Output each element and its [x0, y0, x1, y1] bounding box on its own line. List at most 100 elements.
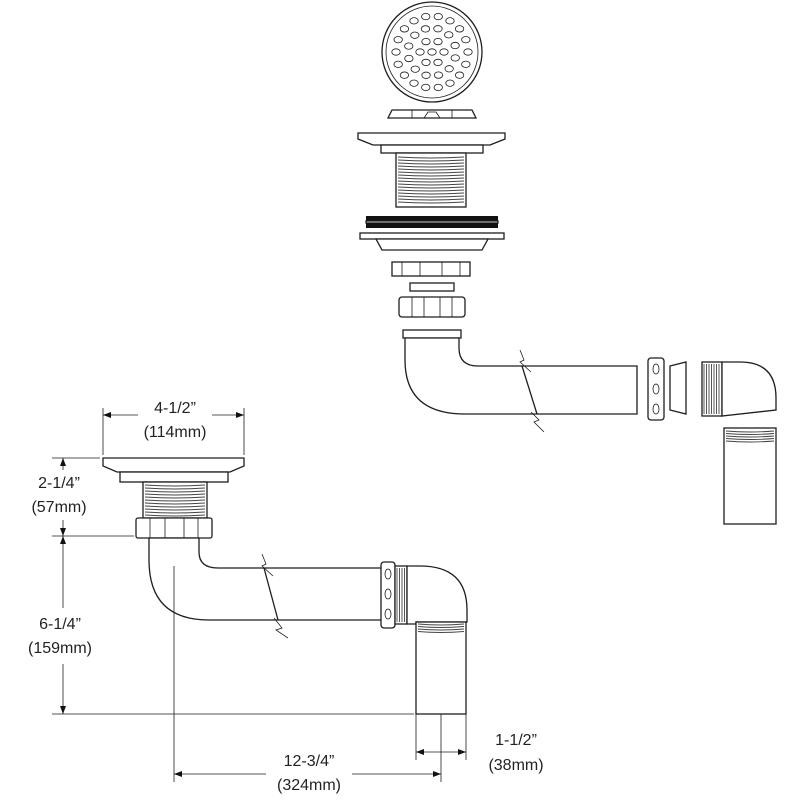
strainer-hole: [433, 58, 443, 66]
tailpiece-diameter-imperial: 1-1/2”: [495, 732, 537, 749]
assembled-tail-threads: [417, 623, 465, 633]
thread-line: [397, 195, 465, 198]
strainer-hole: [393, 36, 403, 44]
thread-line: [725, 435, 775, 438]
horizontal-run-metric: (324mm): [277, 777, 341, 794]
horizontal-run-imperial: 12-3/4”: [284, 753, 335, 770]
strainer-hole: [399, 71, 410, 79]
strainer-basket-cover: [381, 1, 483, 103]
strainer-hole: [461, 60, 471, 68]
thread-line: [144, 490, 206, 493]
thread-line: [397, 171, 465, 174]
thread-line: [144, 499, 206, 502]
thread-line: [417, 631, 465, 633]
tailpiece-diameter-metric: (38mm): [488, 757, 543, 774]
thread-line: [397, 186, 465, 189]
thread-line: [397, 189, 465, 192]
thread-line: [397, 180, 465, 183]
strainer-hole: [450, 41, 460, 50]
strainer-hole: [450, 54, 460, 62]
thread-line: [144, 508, 206, 511]
elbow-threads: [703, 364, 720, 414]
strainer-width-metric: (114mm): [144, 424, 207, 441]
coupling-nut: [398, 296, 466, 318]
strainer-hole: [391, 48, 401, 56]
thread-line: [725, 430, 775, 433]
strainer-body: [357, 132, 506, 208]
thread-line: [397, 183, 465, 186]
strainer-hole: [427, 48, 437, 56]
strainer-hole: [433, 12, 443, 21]
thread-line: [417, 623, 465, 626]
thread-line: [725, 433, 775, 435]
strainer-hole: [454, 25, 465, 33]
strainer-hole: [445, 79, 455, 87]
strainer-hole: [410, 65, 420, 73]
strainer-hole: [445, 17, 455, 25]
strainer-hole: [404, 54, 414, 63]
strainer-body-threads: [397, 156, 465, 204]
assembled-body-threads: [144, 484, 206, 517]
drop-height-metric: (159mm): [28, 640, 92, 657]
thread-line: [397, 177, 465, 180]
drop-height-imperial: 6-1/4”: [39, 616, 81, 633]
strainer-hole: [399, 25, 410, 33]
exploded-tailpiece: [723, 427, 777, 525]
strainer-hole: [410, 31, 420, 39]
strainer-hole: [421, 58, 431, 66]
tailpiece-threads: [725, 430, 775, 443]
thread-line: [144, 514, 206, 517]
strainer-hole: [444, 65, 454, 73]
dimension-lines: [52, 408, 467, 782]
strainer-hole: [461, 36, 471, 44]
strainer-hole: [415, 48, 425, 56]
exploded-slip-nut: [647, 357, 665, 421]
thread-line: [144, 484, 206, 487]
strainer-hole: [433, 83, 443, 92]
exploded-90-elbow: [701, 361, 777, 417]
thread-line: [397, 201, 465, 204]
strainer-hole: [420, 25, 431, 33]
thread-line: [144, 502, 206, 505]
locknut: [391, 261, 471, 277]
strainer-cross: [386, 109, 478, 119]
strainer-hole: [433, 38, 443, 46]
thread-line: [397, 162, 465, 165]
strainer-hole: [433, 71, 444, 79]
strainer-hole: [421, 38, 431, 46]
thread-line: [144, 487, 206, 490]
thread-line: [725, 440, 775, 443]
strainer-hole: [439, 48, 449, 56]
thread-line: [397, 198, 465, 201]
dimension-labels: 4-1/2” (114mm) 2-1/4” (57mm) 6-1/4” (159…: [28, 400, 544, 794]
strainer-hole: [421, 83, 431, 92]
thread-line: [417, 626, 465, 628]
exploded-elbow-pipe: [402, 329, 638, 433]
thread-line: [397, 159, 465, 162]
thread-line: [144, 493, 206, 496]
thread-line: [397, 168, 465, 171]
rubber-gasket: [365, 216, 499, 228]
strainer-hole: [444, 31, 454, 39]
coupling-washer: [409, 282, 455, 292]
strainer-hole: [421, 12, 431, 21]
exploded-slip-washer: [669, 361, 687, 415]
strainer-hole: [463, 48, 473, 56]
strainer-hole: [409, 17, 419, 25]
strainer-hole: [421, 71, 431, 79]
strainer-hole: [454, 71, 465, 79]
assembled-view: [102, 457, 468, 715]
thread-line: [725, 438, 775, 440]
strainer-hole: [393, 60, 403, 68]
strainer-hole: [404, 42, 414, 50]
strainer-width-imperial: 4-1/2”: [154, 400, 196, 417]
thread-line: [144, 505, 206, 508]
flange-height-imperial: 2-1/4”: [38, 475, 80, 492]
strainer-hole: [409, 79, 419, 87]
strainer-holes: [391, 12, 473, 92]
thread-line: [397, 165, 465, 168]
thread-line: [144, 511, 206, 514]
thread-line: [397, 192, 465, 195]
thread-line: [144, 496, 206, 499]
